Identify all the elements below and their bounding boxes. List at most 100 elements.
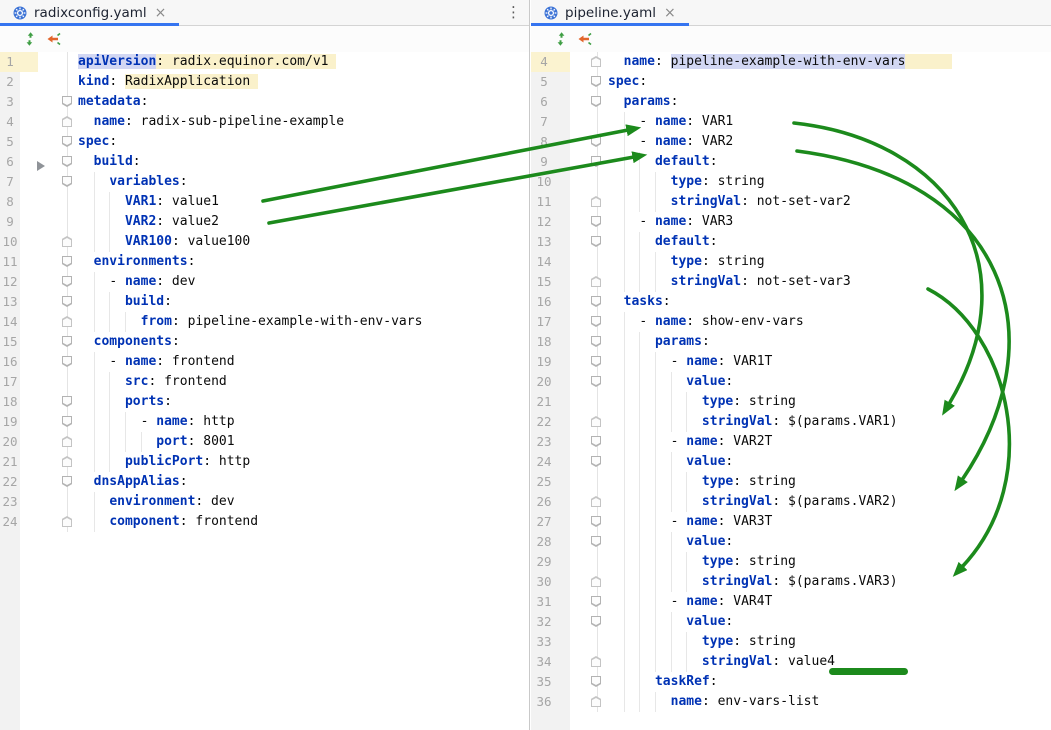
indent-guide	[109, 412, 111, 432]
fold-marker-icon[interactable]	[591, 96, 601, 107]
code-line: 24 value:	[531, 452, 1051, 472]
indent-guide	[639, 532, 641, 552]
fold-marker-icon[interactable]	[62, 456, 72, 467]
fold-marker-icon[interactable]	[62, 396, 72, 407]
fold-marker-icon[interactable]	[591, 76, 601, 87]
expand-arrows-icon[interactable]	[22, 31, 38, 47]
collapse-arrow-icon[interactable]	[46, 31, 62, 47]
gutter-fold-column	[557, 132, 604, 152]
fold-marker-icon[interactable]	[591, 56, 601, 67]
line-number: 14	[536, 254, 552, 269]
fold-marker-icon[interactable]	[62, 416, 72, 427]
line-number: 24	[2, 514, 18, 529]
fold-marker-icon[interactable]	[62, 316, 72, 327]
tab-pipeline-yaml[interactable]: pipeline.yaml ×	[531, 0, 689, 26]
code-token: -	[109, 274, 125, 289]
code-token: name	[686, 514, 718, 529]
code-token: dnsAppAlias	[93, 474, 180, 489]
fold-marker-icon[interactable]	[62, 476, 72, 487]
code-editor-pipeline[interactable]: 4 name: pipeline-example-with-env-vars 5…	[531, 52, 1051, 730]
tab-bar: radixconfig.yaml × ⋮	[0, 0, 529, 26]
indent-guide	[639, 492, 641, 512]
fold-marker-icon[interactable]	[591, 376, 601, 387]
gutter-fold-column	[557, 432, 604, 452]
fold-marker-icon[interactable]	[591, 696, 601, 707]
fold-marker-icon[interactable]	[591, 516, 601, 527]
code-line: 8 - name: VAR2	[531, 132, 1051, 152]
line-number: 19	[2, 414, 18, 429]
fold-marker-icon[interactable]	[62, 336, 72, 347]
indent-guide	[93, 432, 95, 452]
code-token: name	[156, 414, 188, 429]
fold-marker-icon[interactable]	[591, 616, 601, 627]
indent-guide	[654, 692, 656, 712]
code-token: spec	[608, 74, 640, 89]
gutter-fold-column	[557, 292, 604, 312]
fold-marker-icon[interactable]	[591, 536, 601, 547]
fold-marker-icon[interactable]	[62, 156, 72, 167]
code-token: environment	[109, 494, 196, 509]
code-line: 4 name: radix-sub-pipeline-example	[0, 112, 529, 132]
indent-guide	[639, 372, 641, 392]
tab-label: radixconfig.yaml	[34, 4, 147, 21]
fold-marker-icon[interactable]	[591, 436, 601, 447]
code-line: 21 publicPort: http	[0, 452, 529, 472]
fold-marker-icon[interactable]	[62, 96, 72, 107]
fold-marker-icon[interactable]	[591, 216, 601, 227]
close-tab-icon[interactable]: ×	[664, 4, 676, 21]
code-token: type	[701, 394, 734, 409]
fold-marker-icon[interactable]	[591, 136, 601, 147]
code-line: 33 type: string	[531, 632, 1051, 652]
fold-marker-icon[interactable]	[591, 496, 601, 507]
code-token: :	[171, 334, 180, 349]
tab-radixconfig-yaml[interactable]: radixconfig.yaml ×	[0, 0, 180, 26]
fold-marker-icon[interactable]	[591, 356, 601, 367]
fold-marker-icon[interactable]	[591, 656, 601, 667]
code-line: 20 port: 8001	[0, 432, 529, 452]
fold-marker-icon[interactable]	[62, 236, 72, 247]
fold-marker-icon[interactable]	[591, 676, 601, 687]
fold-marker-icon[interactable]	[591, 336, 601, 347]
fold-marker-icon[interactable]	[591, 236, 601, 247]
indent-guide	[140, 432, 142, 452]
indent-guide	[124, 432, 126, 452]
line-number: 11	[536, 194, 552, 209]
fold-marker-icon[interactable]	[62, 276, 72, 287]
fold-marker-icon[interactable]	[591, 296, 601, 307]
fold-marker-icon[interactable]	[591, 276, 601, 287]
fold-marker-icon[interactable]	[591, 316, 601, 327]
gutter-fold-column	[557, 532, 604, 552]
gutter-fold-column	[20, 252, 75, 272]
fold-marker-icon[interactable]	[591, 456, 601, 467]
gutter-fold-column	[20, 392, 75, 412]
line-number: 16	[2, 354, 18, 369]
code-token: environments	[93, 254, 188, 269]
line-number: 24	[536, 454, 552, 469]
code-text: params:	[608, 334, 710, 349]
fold-marker-icon[interactable]	[62, 176, 72, 187]
fold-marker-icon[interactable]	[62, 296, 72, 307]
run-marker-icon[interactable]	[37, 161, 45, 171]
gutter-fold-column	[20, 432, 75, 452]
fold-marker-icon[interactable]	[591, 596, 601, 607]
fold-marker-icon[interactable]	[591, 416, 601, 427]
fold-marker-icon[interactable]	[591, 576, 601, 587]
fold-marker-icon[interactable]	[62, 356, 72, 367]
fold-marker-icon[interactable]	[62, 256, 72, 267]
fold-marker-icon[interactable]	[591, 156, 601, 167]
fold-marker-icon[interactable]	[591, 196, 601, 207]
fold-marker-icon[interactable]	[62, 516, 72, 527]
expand-arrows-icon[interactable]	[553, 31, 569, 47]
gutter-fold-column	[557, 172, 604, 192]
line-number: 14	[2, 314, 18, 329]
code-text: - name: frontend	[78, 354, 234, 369]
fold-marker-icon[interactable]	[62, 136, 72, 147]
fold-marker-icon[interactable]	[62, 436, 72, 447]
indent-guide	[93, 192, 95, 212]
tab-options-kebab-icon[interactable]: ⋮	[506, 3, 521, 21]
collapse-arrow-icon[interactable]	[577, 31, 593, 47]
code-line: 4 name: pipeline-example-with-env-vars	[531, 52, 1051, 72]
fold-marker-icon[interactable]	[62, 116, 72, 127]
close-tab-icon[interactable]: ×	[154, 4, 167, 21]
